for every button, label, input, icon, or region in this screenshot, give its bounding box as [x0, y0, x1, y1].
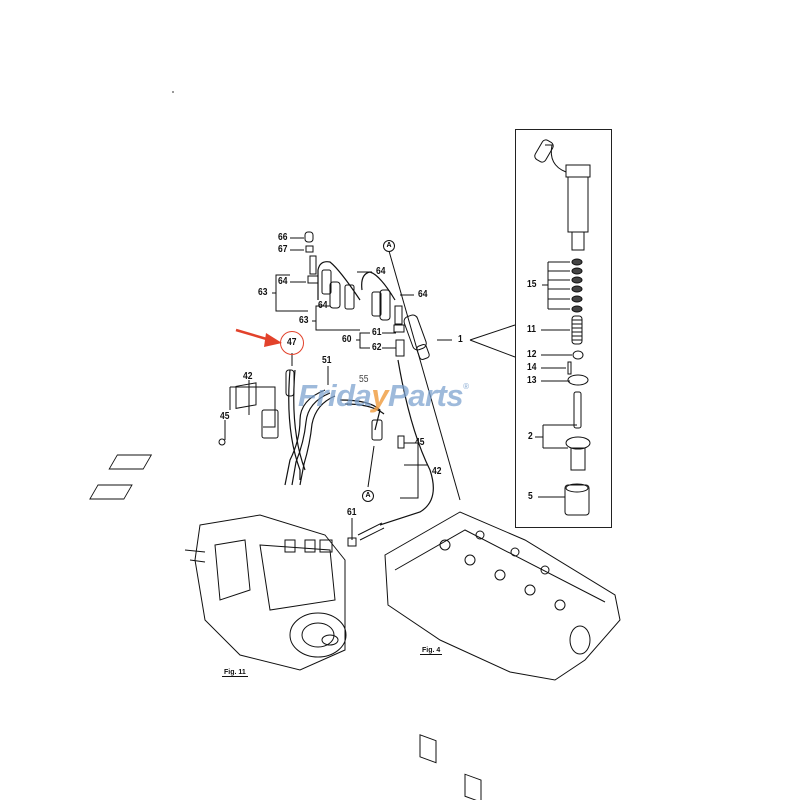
- callout-a-top: A: [383, 240, 395, 252]
- highlight-circle: [280, 331, 304, 355]
- part-label-42: 42: [432, 466, 442, 477]
- part-label-55: 55: [359, 374, 369, 385]
- injector-parts: [89, 231, 430, 547]
- part-label-47: 47: [287, 337, 297, 348]
- part-label-64: 64: [318, 300, 328, 311]
- part-label-51: 51: [322, 355, 332, 366]
- part-label-14: 14: [527, 362, 537, 373]
- part-label-2: 2: [528, 431, 533, 442]
- watermark-logo: FridayParts®: [298, 378, 469, 413]
- part-label-66: 66: [278, 232, 288, 243]
- part-label-60: 60: [342, 334, 352, 345]
- part-label-67: 67: [278, 244, 288, 255]
- part-label-45: 45: [220, 411, 230, 422]
- injection-pipes: [284, 261, 434, 526]
- part-label-61: 61: [347, 507, 357, 518]
- nozzle-inset-parts: [534, 139, 591, 516]
- part-label-15: 15: [527, 279, 537, 290]
- part-label-64: 64: [278, 276, 288, 287]
- leader-lines: [224, 237, 577, 540]
- part-label-11: 11: [527, 324, 536, 335]
- part-label-64: 64: [418, 289, 428, 300]
- part-label-42: 42: [243, 371, 253, 382]
- part-label-62: 62: [372, 342, 382, 353]
- part-label-63: 63: [299, 315, 309, 326]
- nozzle-detail-inset: [515, 129, 612, 528]
- part-label-13: 13: [527, 375, 537, 386]
- cylinder-head: [384, 511, 621, 800]
- stray-dot: [172, 91, 174, 93]
- part-label-63: 63: [258, 287, 268, 298]
- fig-ref-pump: Fig. 11: [222, 669, 248, 677]
- fig-ref-cylinder-head: Fig. 4: [420, 647, 443, 655]
- part-label-61: 61: [372, 327, 382, 338]
- part-label-12: 12: [527, 349, 537, 360]
- injection-pump: [184, 514, 347, 671]
- part-label-64: 64: [376, 266, 386, 277]
- part-label-45: 45: [415, 437, 425, 448]
- highlight-arrow-icon: [235, 328, 282, 347]
- part-label-5: 5: [528, 491, 533, 502]
- part-label-1: 1: [458, 334, 463, 345]
- callout-a-bottom: A: [362, 490, 374, 502]
